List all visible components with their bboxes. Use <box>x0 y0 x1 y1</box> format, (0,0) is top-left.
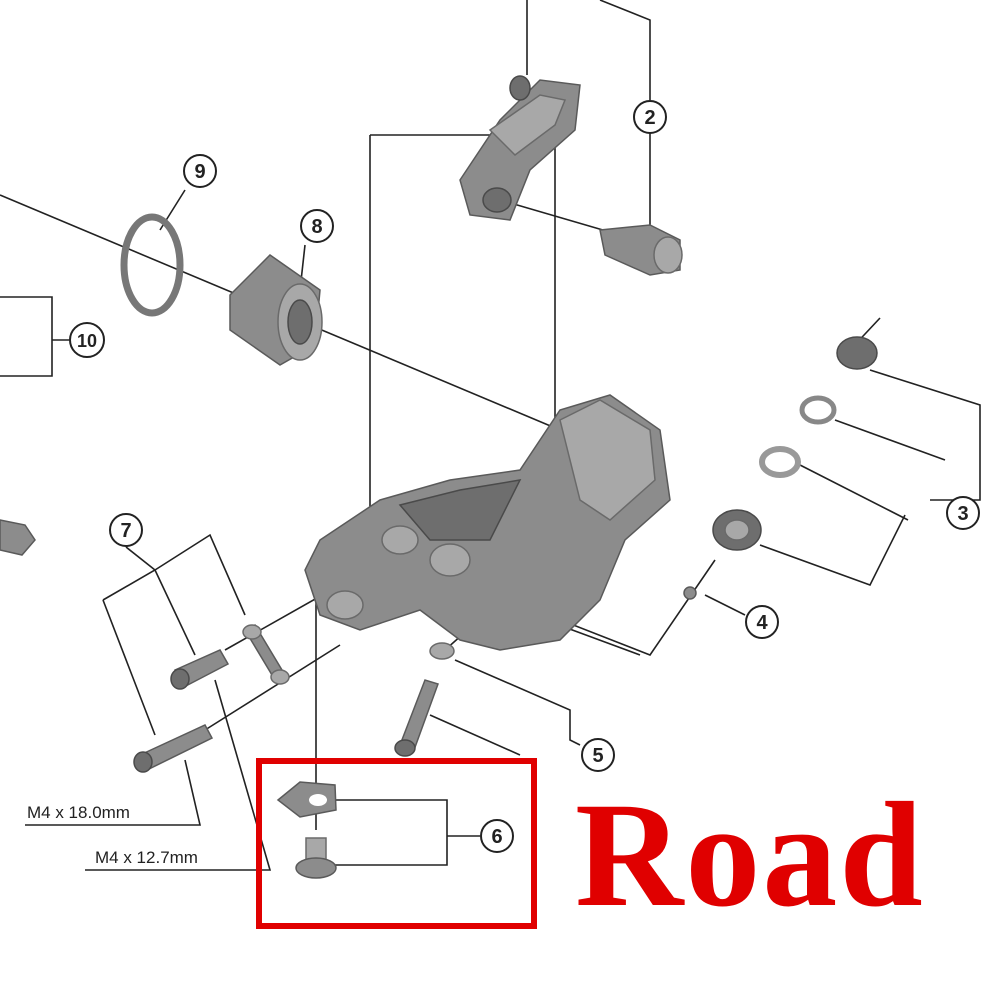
cable-plate <box>276 781 337 818</box>
cable-bolt-head <box>295 857 337 879</box>
svg-text:7: 7 <box>120 520 131 542</box>
spring-washer <box>799 395 837 425</box>
callout-2: 2 <box>633 100 667 134</box>
svg-text:5: 5 <box>592 745 603 767</box>
washer-5 <box>429 642 455 660</box>
road-label: Road <box>575 772 925 938</box>
callout-7: 7 <box>109 513 143 547</box>
bracket-skeleton <box>398 479 522 541</box>
axle-bolt <box>0 519 36 556</box>
callout-5: 5 <box>581 738 615 772</box>
spec-bolt-short: M4 x 12.7mm <box>95 848 198 867</box>
small-screw <box>683 586 697 600</box>
callout-8: 8 <box>300 209 334 243</box>
svg-text:4: 4 <box>756 612 768 634</box>
svg-text:9: 9 <box>194 161 205 183</box>
svg-text:8: 8 <box>311 216 322 238</box>
highlight-box <box>256 758 537 929</box>
parts <box>0 75 878 879</box>
washer <box>759 446 801 478</box>
svg-text:6: 6 <box>491 826 502 848</box>
callout-9: 9 <box>183 154 217 188</box>
callout-10: 10 <box>69 322 105 358</box>
link-arm-face <box>488 94 567 156</box>
callout-3: 3 <box>946 496 980 530</box>
svg-text:2: 2 <box>644 107 655 129</box>
svg-text:3: 3 <box>957 503 968 525</box>
nut <box>836 336 878 370</box>
snap-ring <box>120 213 184 317</box>
svg-text:10: 10 <box>77 331 97 351</box>
callout-6: 6 <box>480 819 514 853</box>
spec-bolt-long: M4 x 18.0mm <box>27 803 130 822</box>
bracket-face <box>559 399 656 521</box>
callout-4: 4 <box>745 605 779 639</box>
